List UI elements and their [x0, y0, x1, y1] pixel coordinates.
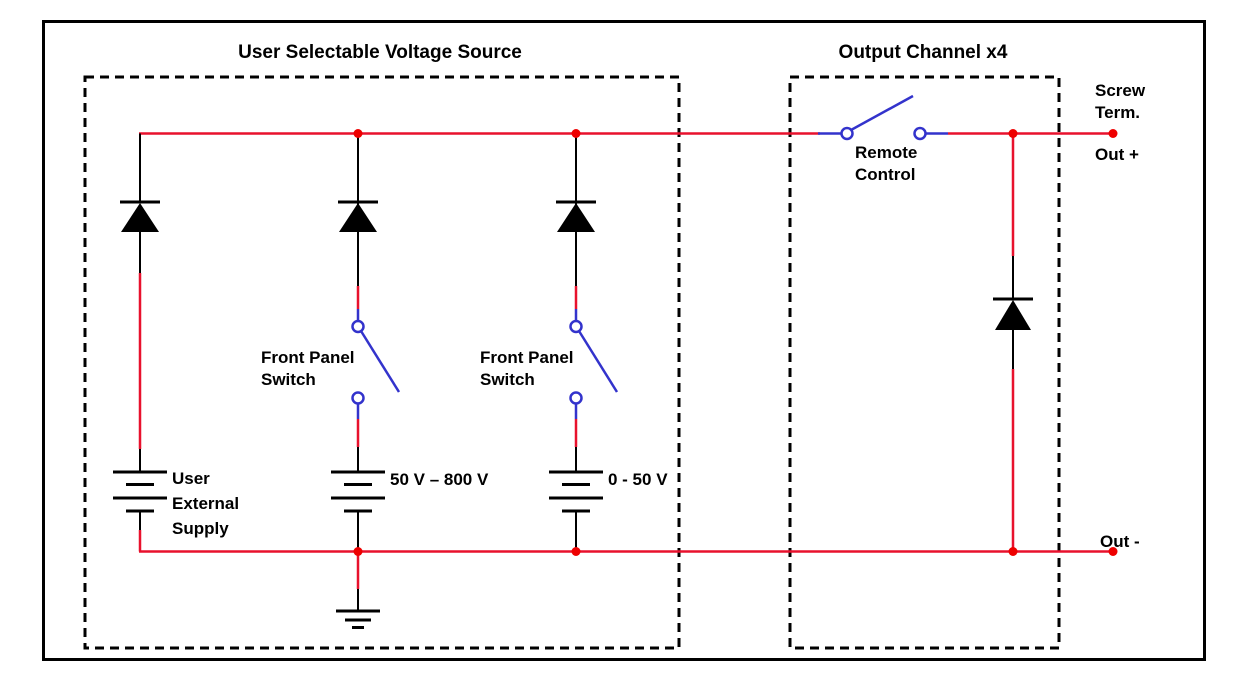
- front-panel-switch-line2: Switch: [261, 370, 316, 389]
- terminal-out-minus-dot: [1108, 547, 1118, 556]
- user-external-supply-line1: User: [172, 469, 210, 488]
- switch-blade: [577, 330, 619, 393]
- front-panel-switch-label-hv: Front Panel Switch: [261, 347, 355, 391]
- out-plus-label: Out +: [1095, 145, 1139, 164]
- remote-control-line1: Remote: [855, 143, 918, 162]
- branch-user-external-supply: [113, 133, 167, 552]
- battery-icon: [113, 470, 167, 513]
- front-panel-switch-label-lv: Front Panel Switch: [480, 347, 574, 391]
- hv-supply-range-label: 50 V – 800 V: [390, 470, 489, 489]
- ground-icon: [336, 609, 380, 629]
- terminal-out-plus-dot: [1108, 129, 1118, 138]
- switch-contact: [351, 391, 365, 405]
- outer-border: [42, 20, 1206, 661]
- battery-icon: [549, 470, 603, 513]
- switch-contact: [840, 126, 854, 141]
- diode-triangle: [557, 203, 595, 232]
- user-external-supply-line2: External: [172, 494, 240, 513]
- battery-icon: [331, 470, 385, 513]
- output-channel-title-text: Output Channel x4: [838, 42, 1008, 63]
- output-channel-circuit: [818, 94, 1033, 556]
- junction-dot: [353, 547, 363, 556]
- branch-lv-supply: [549, 129, 619, 556]
- junction-dot: [571, 129, 581, 138]
- screw-term-line2: Term.: [1095, 103, 1141, 122]
- screw-term-label: Screw Term.: [1095, 80, 1145, 124]
- output-channel-box: [788, 75, 1061, 650]
- user-external-supply-line3: Supply: [172, 519, 229, 538]
- switch-contact: [351, 319, 365, 334]
- diode-triangle: [995, 300, 1031, 330]
- junction-dot: [353, 129, 363, 138]
- remote-control-label: Remote Control: [855, 142, 917, 186]
- junction-dot: [571, 547, 581, 556]
- voltage-source-box: [83, 75, 681, 650]
- diode-triangle: [121, 203, 159, 232]
- front-panel-switch-line1: Front Panel: [480, 348, 574, 367]
- remote-control-line2: Control: [855, 165, 916, 184]
- user-external-supply-label: User External Supply: [172, 466, 239, 541]
- switch-blade: [850, 94, 914, 132]
- switch-contact: [569, 391, 583, 405]
- voltage-source-title-text: User Selectable Voltage Source: [238, 42, 522, 63]
- remote-control-switch-icon: [840, 94, 927, 141]
- out-minus-label: Out -: [1100, 532, 1140, 551]
- diode-icon: [556, 200, 596, 232]
- diode-triangle: [339, 203, 377, 232]
- front-panel-switch-line1: Front Panel: [261, 348, 355, 367]
- branch-hv-supply: [331, 129, 401, 629]
- diode-icon: [993, 297, 1033, 330]
- switch-contact: [569, 319, 583, 334]
- front-panel-switch-line2: Switch: [480, 370, 535, 389]
- junction-dot: [1008, 547, 1018, 556]
- voltage-source-title: User Selectable Voltage Source: [180, 42, 580, 64]
- junction-dot: [1008, 129, 1018, 138]
- switch-blade: [359, 330, 401, 393]
- diode-icon: [338, 200, 378, 232]
- switch-contact: [913, 126, 927, 141]
- front-panel-switch-icon: [351, 319, 401, 405]
- screw-term-line1: Screw: [1095, 81, 1146, 100]
- output-channel-title: Output Channel x4: [773, 42, 1073, 64]
- diode-icon: [120, 200, 160, 232]
- lv-supply-range-label: 0 - 50 V: [608, 470, 668, 489]
- front-panel-switch-icon: [569, 319, 619, 405]
